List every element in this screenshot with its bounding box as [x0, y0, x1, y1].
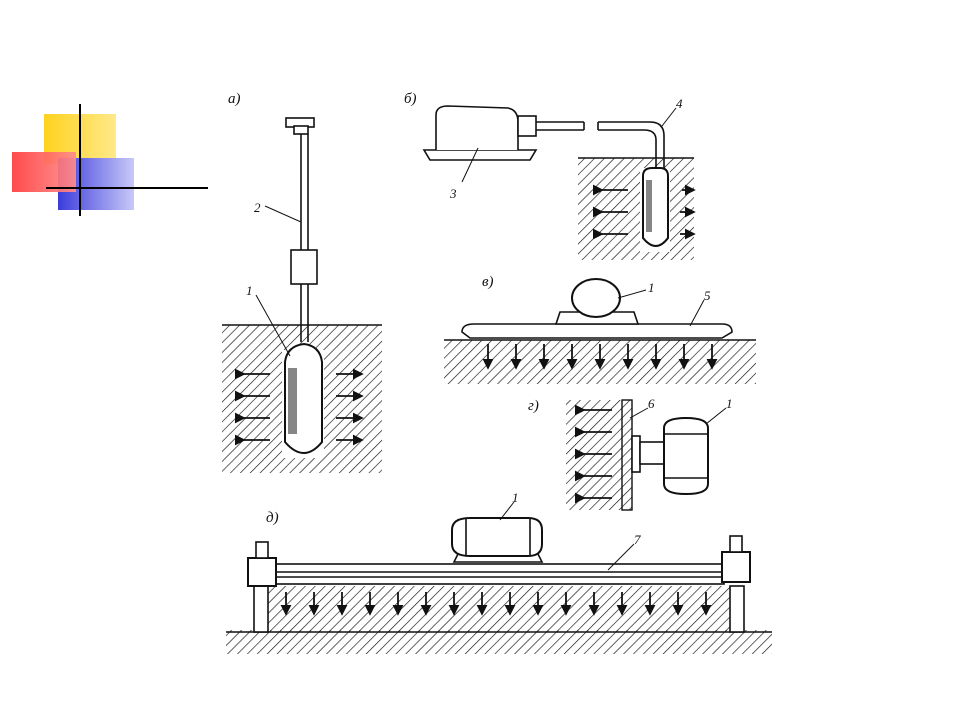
callout-a-1: 1 [246, 283, 253, 298]
callout-d-1: 1 [512, 490, 519, 505]
callout-b-3: 3 [449, 186, 457, 201]
callout-v-1: 1 [648, 280, 655, 295]
deco-red-square [12, 152, 76, 192]
panel-b: б) [404, 91, 696, 260]
panel-v: в) [444, 274, 756, 384]
callout-d-7: 7 [634, 532, 641, 547]
panel-b-letter: б) [404, 91, 417, 107]
panel-g: г) 6 1 [528, 396, 733, 511]
panel-a-letter: а) [228, 91, 241, 107]
panel-d-letter: д) [266, 510, 279, 526]
panel-d: д) [226, 490, 772, 654]
panel-g-letter: г) [528, 398, 539, 414]
callout-b-4: 4 [676, 96, 683, 111]
callout-g-6: 6 [648, 396, 655, 411]
callout-a-2: 2 [254, 200, 261, 215]
panel-v-letter: в) [482, 274, 494, 290]
panel-a: а) [222, 91, 382, 473]
callout-g-1: 1 [726, 396, 733, 411]
callout-v-5: 5 [704, 288, 711, 303]
